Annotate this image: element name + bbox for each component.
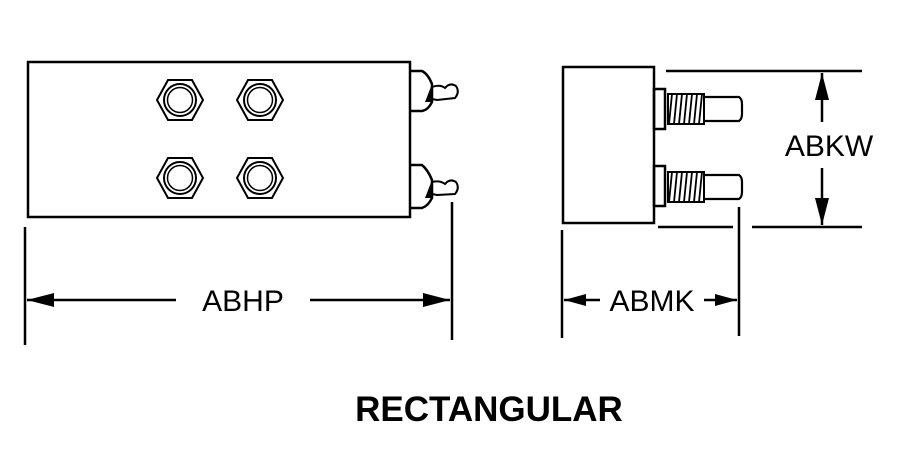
hex-nut-bottom-left xyxy=(155,157,205,199)
arrowhead-right xyxy=(715,294,737,306)
arrowhead-down xyxy=(815,198,829,225)
side-view xyxy=(561,65,744,225)
drawing-title: RECTANGULAR xyxy=(355,390,623,429)
dimension-abkw xyxy=(658,69,862,229)
arrowhead-up xyxy=(815,73,829,100)
arrowhead-left xyxy=(27,293,54,307)
hex-nut-top-right xyxy=(235,79,285,121)
threaded-stud-bottom xyxy=(652,164,744,208)
threaded-stud-top xyxy=(652,87,744,131)
dimension-label-abkw: ABKW xyxy=(785,130,874,163)
solder-terminal-bottom xyxy=(410,163,459,210)
arrowhead-right xyxy=(423,293,450,307)
dimension-label-abhp: ABHP xyxy=(202,285,284,318)
dimension-abhp xyxy=(23,202,454,345)
front-view xyxy=(26,60,459,219)
hex-nut-bottom-right xyxy=(235,157,285,199)
side-body xyxy=(561,65,656,225)
dimension-label-abmk: ABMK xyxy=(609,285,694,318)
arrowhead-left xyxy=(564,294,586,306)
front-body xyxy=(26,60,412,219)
dimension-abmk xyxy=(560,207,741,338)
solder-terminal-top xyxy=(410,69,459,113)
hex-nut-top-left xyxy=(155,79,205,121)
